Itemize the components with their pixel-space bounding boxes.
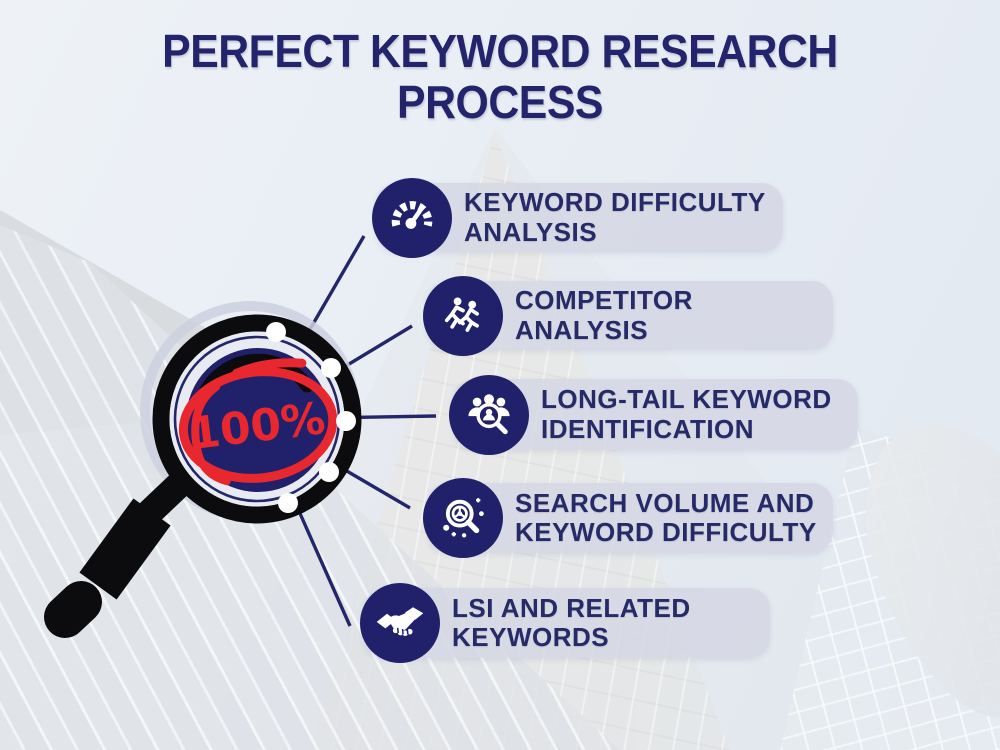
step-item-search-volume: SEARCH VOLUME AND KEYWORD DIFFICULTY — [423, 478, 833, 558]
step-label: LONG-TAIL KEYWORD IDENTIFICATION — [453, 379, 858, 450]
step-icon-badge — [423, 478, 503, 558]
step-item-keyword-difficulty: KEYWORD DIFFICULTY ANALYSIS — [372, 177, 783, 258]
step-label: KEYWORD DIFFICULTY ANALYSIS — [376, 183, 783, 252]
step-label-line: ANALYSIS — [515, 314, 649, 345]
step-icon-badge — [372, 177, 452, 258]
step-label-line: COMPETITOR — [515, 285, 693, 316]
speedometer-icon — [391, 200, 433, 229]
step-label-line: KEYWORD DIFFICULTY — [464, 187, 766, 218]
step-icon-badge — [360, 583, 440, 663]
step-icon-badge — [423, 275, 503, 356]
step-label-line: LSI AND RELATED — [452, 592, 691, 623]
step-label-line: LONG-TAIL KEYWORD — [541, 384, 832, 415]
step-item-lsi-keywords: LSI AND RELATED KEYWORDS — [360, 583, 770, 663]
audience-search-icon — [468, 393, 510, 434]
magnifier-handle — [44, 468, 196, 638]
rim-highlight-dots — [266, 322, 356, 513]
step-item-competitor-analysis: COMPETITOR ANALYSIS — [423, 275, 833, 356]
step-label: LSI AND RELATED KEYWORDS — [364, 588, 770, 658]
step-label-line: KEYWORD DIFFICULTY — [515, 517, 817, 547]
step-item-long-tail-keyword: LONG-TAIL KEYWORD IDENTIFICATION — [449, 374, 858, 455]
title-line-1: PERFECT KEYWORD RESEARCH — [162, 25, 838, 77]
step-label-line: SEARCH VOLUME AND — [515, 487, 815, 518]
step-label-line: ANALYSIS — [464, 216, 598, 247]
step-label: COMPETITOR ANALYSIS — [427, 281, 833, 350]
gear-magnifier-icon — [443, 498, 484, 538]
title-line-2: PROCESS — [397, 75, 603, 128]
step-label: SEARCH VOLUME AND KEYWORD DIFFICULTY — [427, 483, 833, 553]
magnifying-glass-icon: 100% — [44, 301, 362, 638]
step-icon-badge — [449, 374, 529, 455]
handshake-icon — [376, 607, 424, 636]
step-label-line: KEYWORDS — [452, 622, 610, 652]
step-label-line: IDENTIFICATION — [541, 413, 755, 444]
runners-icon — [444, 296, 479, 332]
page-title: PERFECT KEYWORD RESEARCH PROCESS — [35, 26, 965, 127]
